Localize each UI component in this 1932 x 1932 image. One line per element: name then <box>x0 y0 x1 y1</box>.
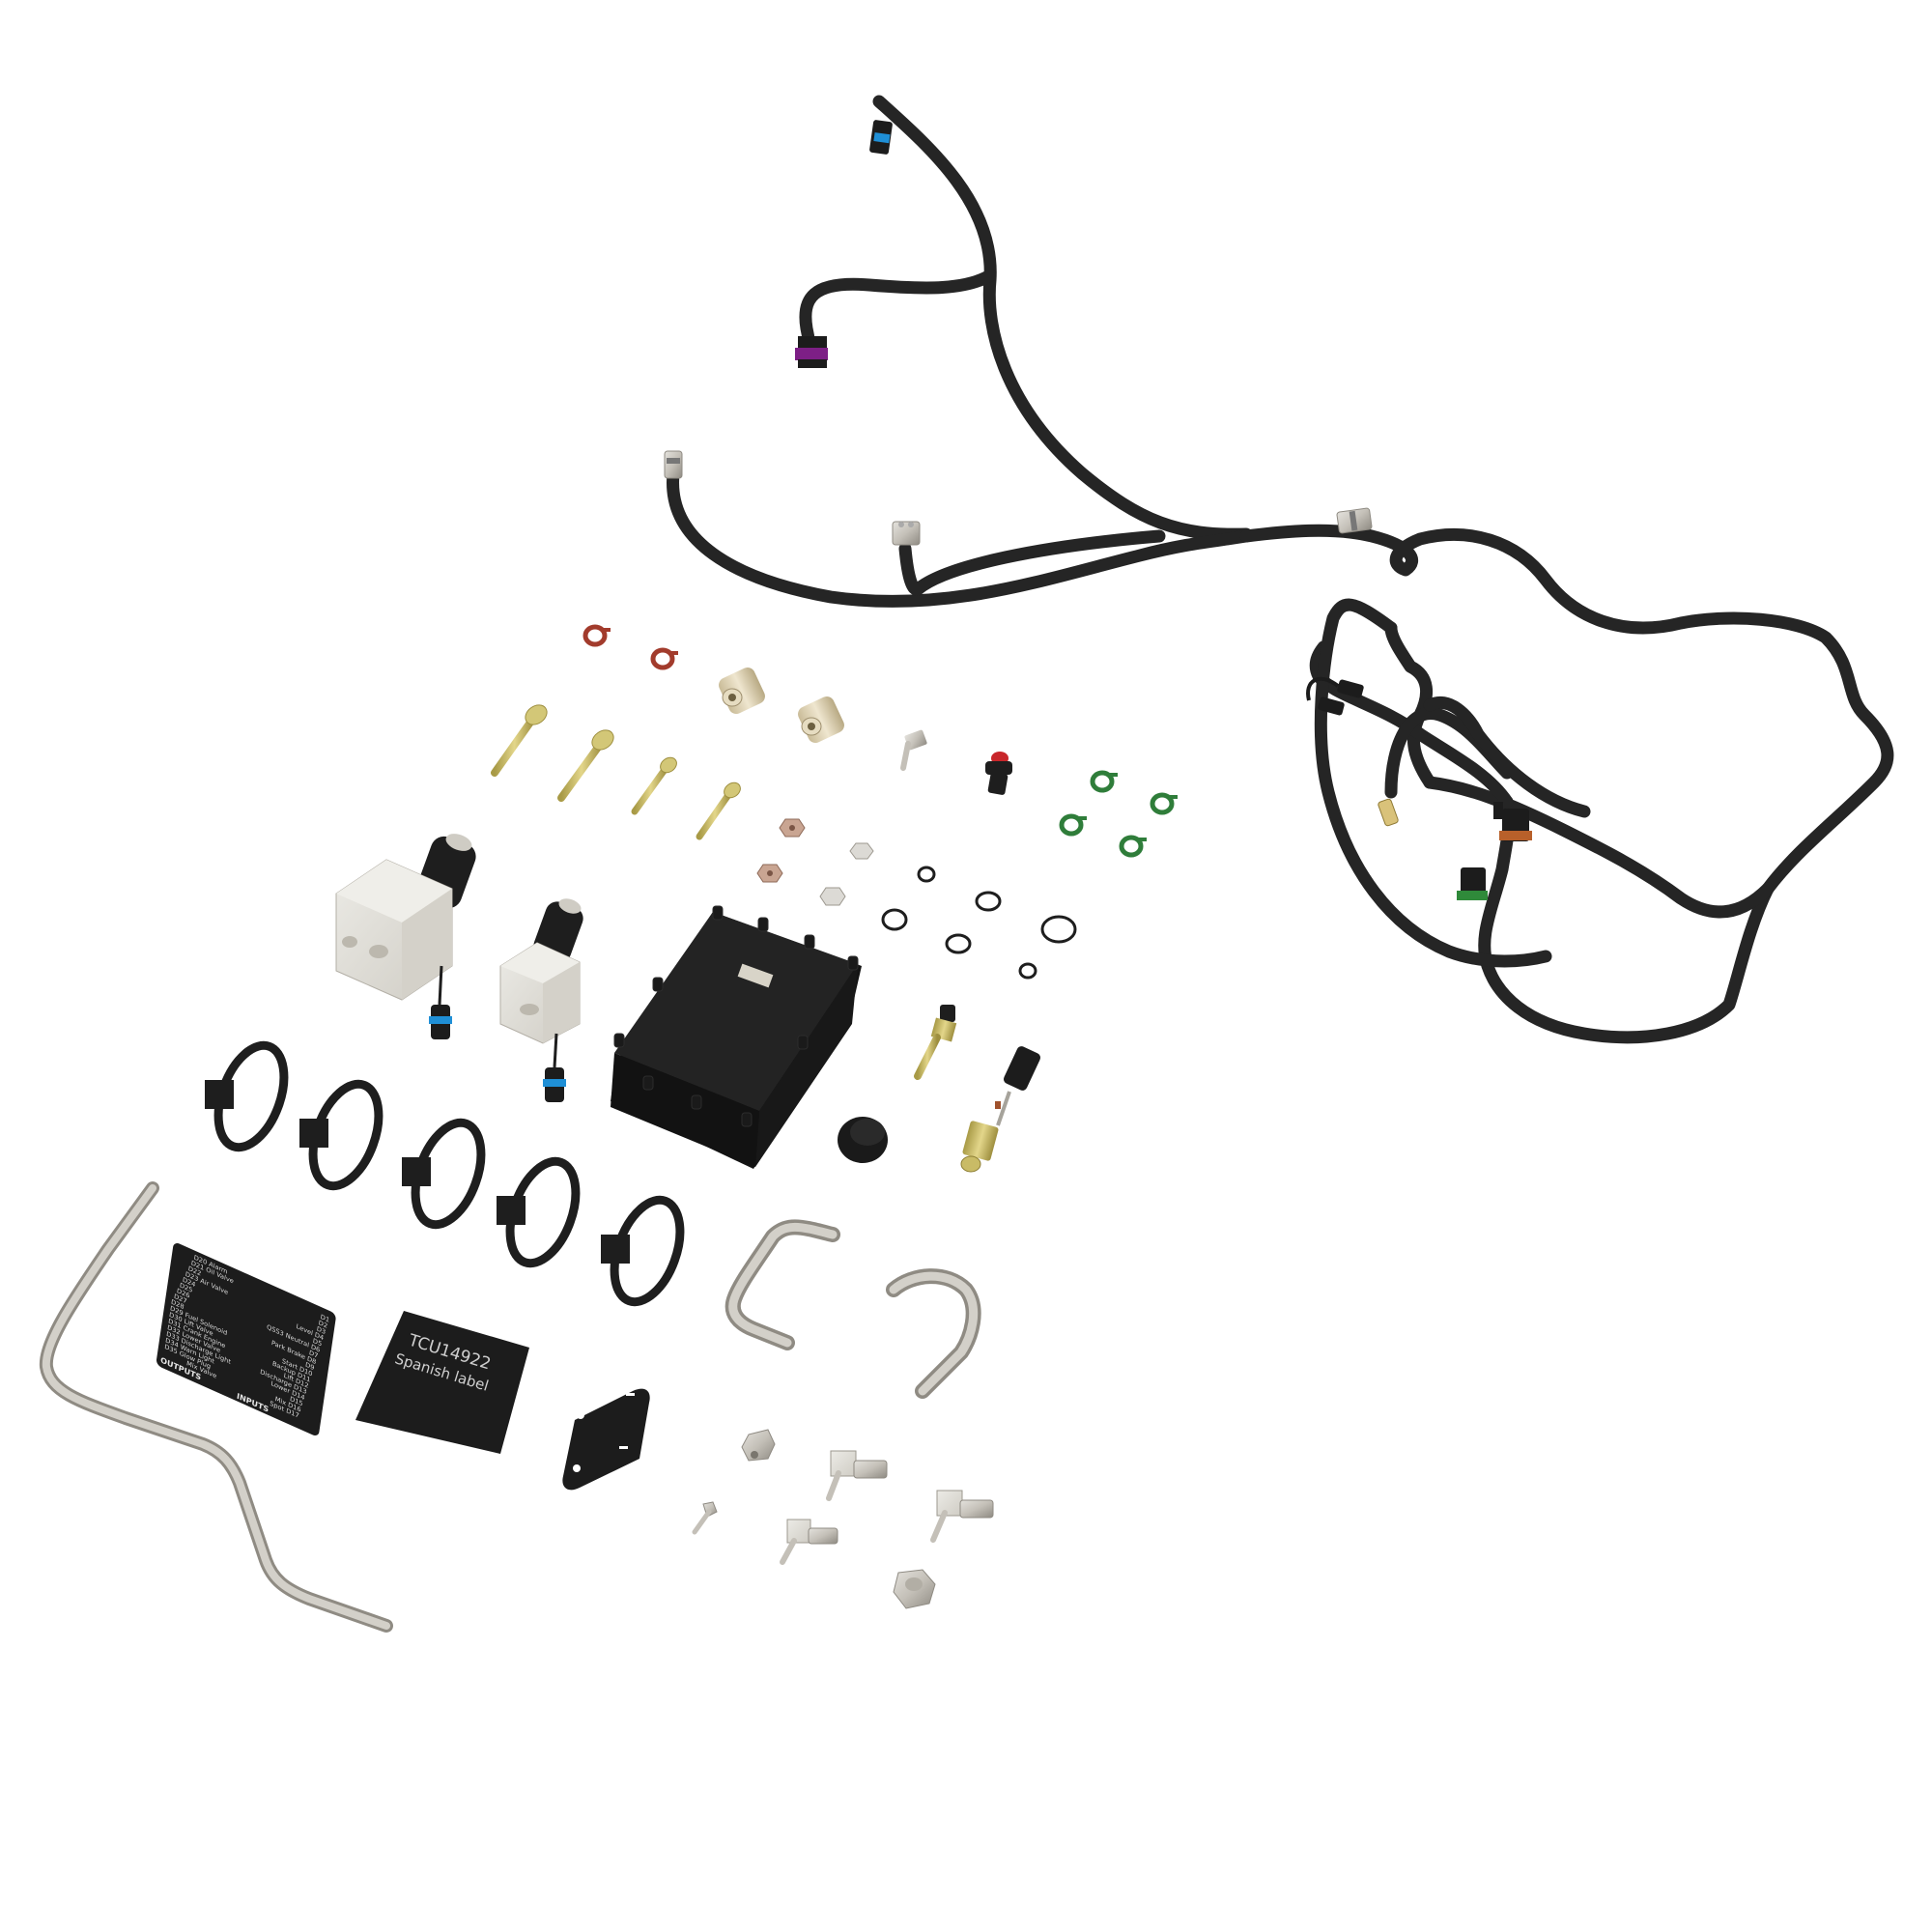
hose-clamp-green-3[interactable] <box>1059 813 1087 837</box>
bent-tube-long[interactable] <box>39 1181 393 1633</box>
spacer-bushing-2[interactable] <box>795 694 846 745</box>
flange-nut-bronze-1[interactable] <box>779 818 806 838</box>
input-line: D9 <box>305 1361 315 1373</box>
flange-nut-steel-1[interactable] <box>849 842 874 860</box>
temperature-sensor[interactable] <box>914 1005 957 1080</box>
o-ring[interactable] <box>917 866 936 883</box>
push-button-switch[interactable] <box>985 752 1012 795</box>
spacer-bushing-1[interactable] <box>716 665 767 716</box>
flat-head-screw-1[interactable] <box>631 754 679 815</box>
rubber-cap[interactable] <box>838 1117 888 1163</box>
o-ring[interactable] <box>975 891 1002 912</box>
input-line: D5 <box>312 1337 322 1349</box>
o-ring[interactable] <box>881 908 908 931</box>
input-line: D7 <box>308 1349 318 1360</box>
u-tube[interactable] <box>724 1219 840 1350</box>
cable-tie-mount-5[interactable] <box>601 1191 693 1311</box>
cable-tie-mount-2[interactable] <box>299 1075 391 1195</box>
solenoid-valve-large[interactable] <box>335 831 480 1039</box>
elbow-fitting-3[interactable] <box>930 1490 994 1543</box>
mounting-plate[interactable] <box>562 1388 650 1491</box>
connector-green[interactable] <box>1457 867 1488 900</box>
hex-plug[interactable] <box>893 1569 936 1609</box>
o-ring[interactable] <box>1018 962 1037 980</box>
connector-blue-top[interactable] <box>869 120 894 155</box>
connector-purple[interactable] <box>795 336 828 368</box>
cable-tie-mount-3[interactable] <box>402 1114 494 1234</box>
input-line: D3 <box>316 1325 326 1337</box>
elbow-fitting-1[interactable] <box>826 1450 888 1501</box>
input-line: D2 <box>318 1319 327 1330</box>
flat-head-screw-2[interactable] <box>696 780 743 840</box>
hose-clamp-green-1[interactable] <box>1090 770 1118 793</box>
flange-nut-bronze-2[interactable] <box>756 864 783 883</box>
io-label[interactable]: D20 Alarm D21 Oil Valve D22 D23 Air Valv… <box>156 1241 336 1437</box>
solenoid-valve-small[interactable] <box>499 895 586 1102</box>
hose-clamp-red-1[interactable] <box>582 624 611 647</box>
elbow-barb-fitting[interactable] <box>900 729 927 771</box>
connector-silver-mid[interactable] <box>892 521 921 546</box>
o-rings <box>881 866 1077 980</box>
cable-tie-mount-1[interactable] <box>205 1037 297 1156</box>
carriage-bolt-2[interactable] <box>557 726 617 802</box>
o-ring[interactable] <box>945 933 972 954</box>
straight-fitting[interactable] <box>741 1429 776 1462</box>
cable-tie-mounts <box>205 1037 693 1311</box>
connector-silver-trunk[interactable] <box>1336 507 1373 534</box>
barb-fitting-small[interactable] <box>692 1501 718 1535</box>
hose-clamp-green-4[interactable] <box>1119 835 1147 858</box>
o-ring[interactable] <box>1040 915 1077 944</box>
connector-silver-left[interactable] <box>664 450 683 479</box>
hose-clamp-green-2[interactable] <box>1150 792 1178 815</box>
input-line: D1 <box>320 1313 329 1324</box>
j-tube[interactable] <box>886 1268 981 1399</box>
wiring-harness[interactable] <box>667 95 1894 1044</box>
carriage-bolt-1[interactable] <box>491 701 551 777</box>
cable-tie-mount-4[interactable] <box>497 1152 588 1272</box>
splice-sleeve <box>1378 798 1399 827</box>
connector-orange[interactable] <box>1493 802 1532 841</box>
hose-clamp-red-2[interactable] <box>650 647 678 670</box>
control-module[interactable] <box>611 905 862 1169</box>
pressure-switch[interactable] <box>960 1044 1042 1173</box>
tcu-label[interactable]: TCU14922 Spanish label <box>355 1311 529 1454</box>
connector-pair-black[interactable] <box>1306 676 1364 716</box>
elbow-fitting-2[interactable] <box>780 1519 838 1565</box>
flange-nut-steel-2[interactable] <box>819 887 846 906</box>
